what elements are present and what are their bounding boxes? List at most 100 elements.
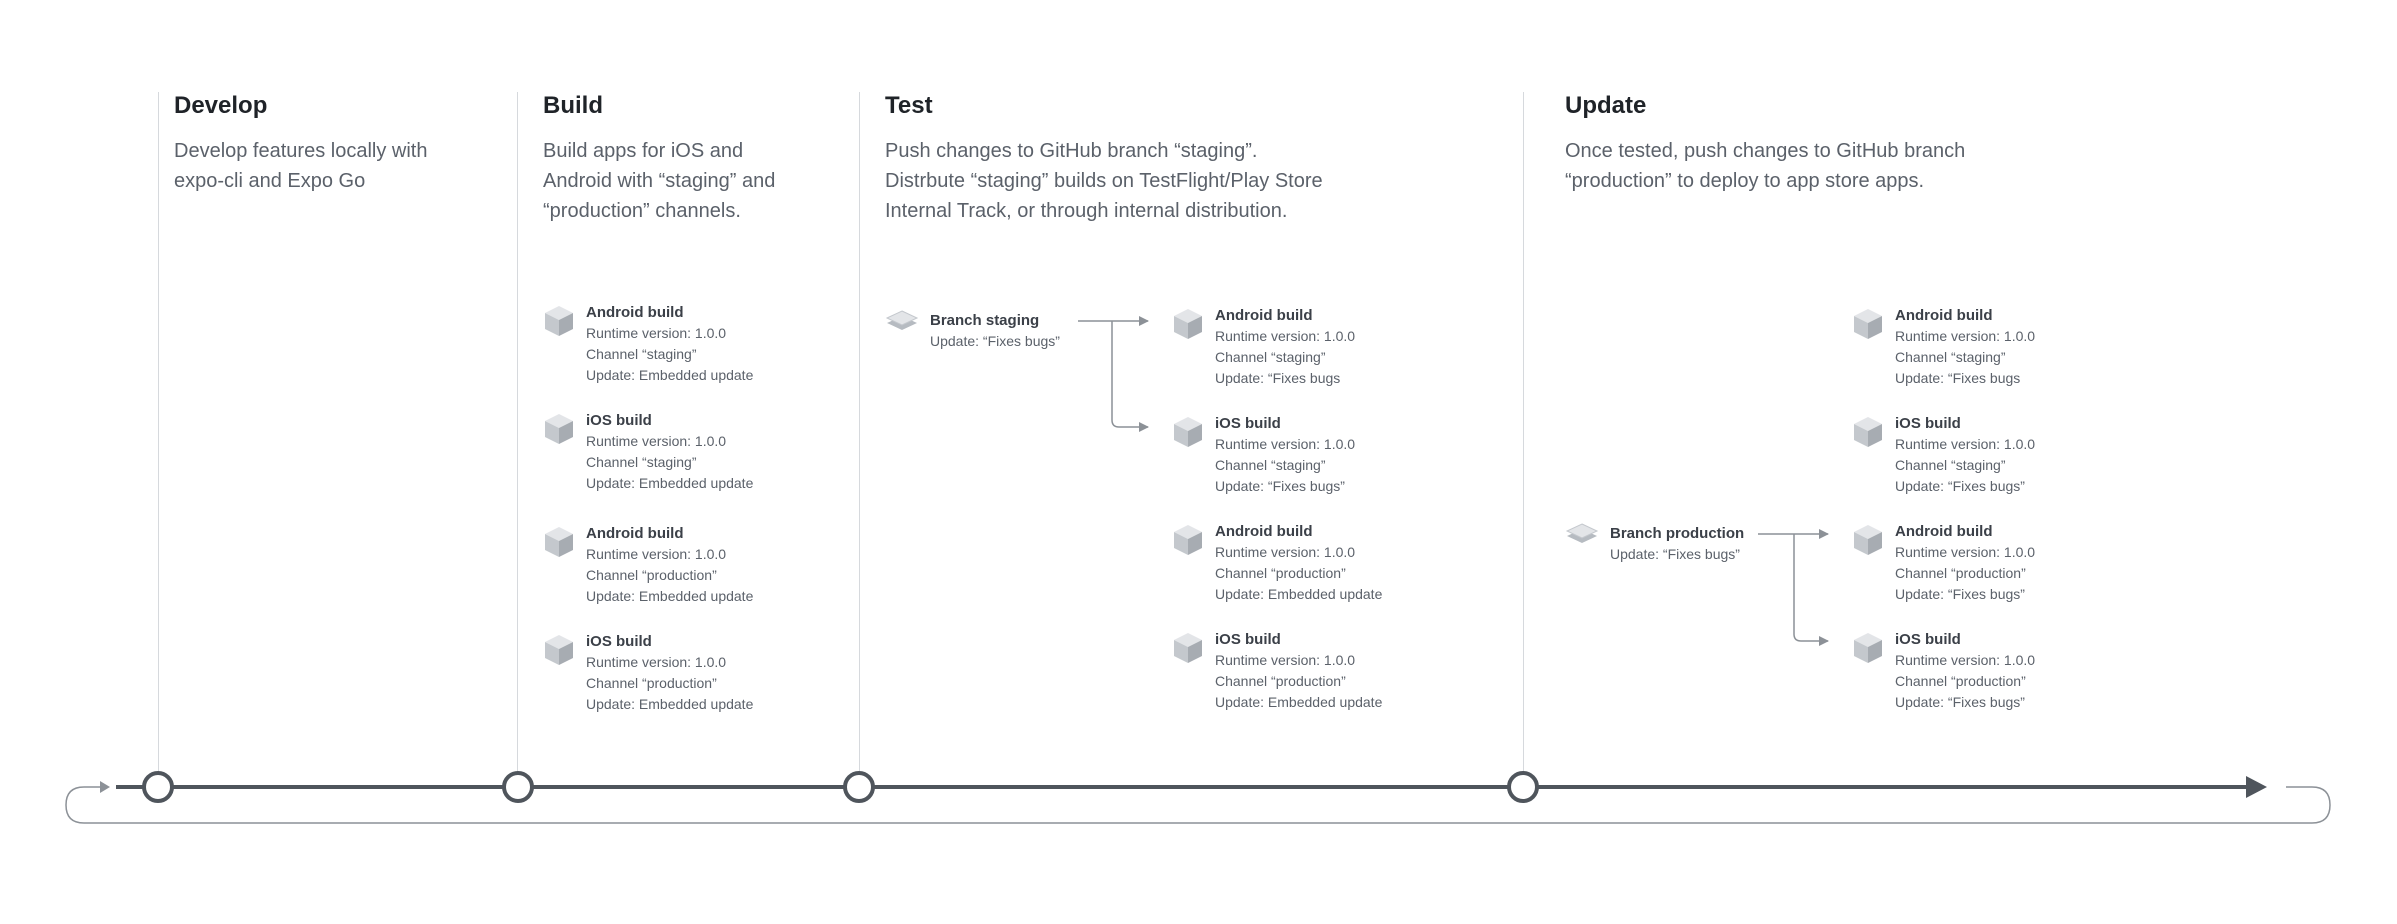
build-update: Update: Embedded update (586, 367, 754, 383)
build-channel: Channel “staging” (1895, 457, 2006, 473)
cube-icon (1174, 525, 1202, 555)
build-update: Update: “Fixes bugs” (1895, 694, 2025, 710)
build-update: Update: Embedded update (586, 588, 754, 604)
stage-divider-update (1523, 92, 1524, 788)
build-runtime: Runtime version: 1.0.0 (1895, 436, 2036, 452)
stage-divider-build (517, 92, 518, 788)
build-update: Update: “Fixes bugs (1895, 370, 2021, 386)
stage-develop: Develop Develop features locally with ex… (174, 90, 427, 196)
build-card: Android build Runtime version: 1.0.0 Cha… (1172, 305, 1355, 389)
build-title: iOS build (1215, 631, 1281, 648)
branch-layer-icon (1565, 523, 1599, 543)
build-runtime: Runtime version: 1.0.0 (1895, 544, 2036, 560)
build-runtime: Runtime version: 1.0.0 (1215, 652, 1356, 668)
build-title: iOS build (586, 633, 652, 650)
build-title: Android build (586, 525, 684, 542)
timeline-arrow-head (2246, 776, 2267, 798)
build-title: iOS build (1895, 415, 1961, 432)
build-runtime: Runtime version: 1.0.0 (586, 325, 727, 341)
cube-icon (1854, 525, 1882, 555)
build-card: Android build Runtime version: 1.0.0 Cha… (543, 302, 753, 386)
build-channel: Channel “production” (1895, 565, 2026, 581)
build-runtime: Runtime version: 1.0.0 (1215, 436, 1356, 452)
build-channel: Channel “staging” (1895, 349, 2006, 365)
stage-divider-test (859, 92, 860, 788)
production-branch-connector (1758, 529, 1829, 646)
cube-icon (545, 527, 573, 557)
timeline-node-develop (142, 771, 174, 803)
stage-title: Update (1565, 92, 1647, 119)
build-channel: Channel “production” (586, 567, 717, 583)
stage-update: Update Once tested, push changes to GitH… (1565, 90, 1965, 196)
build-card: iOS build Runtime version: 1.0.0 Channel… (1172, 413, 1355, 497)
build-channel: Channel “staging” (1215, 349, 1326, 365)
build-title: iOS build (1895, 631, 1961, 648)
cube-icon (1174, 417, 1202, 447)
build-update: Update: Embedded update (586, 696, 754, 712)
branch-title: Branch production (1610, 525, 1745, 542)
build-channel: Channel “production” (1215, 673, 1346, 689)
branch-update: Update: “Fixes bugs” (1610, 546, 1740, 562)
cube-icon (1174, 309, 1202, 339)
timeline-node-build (502, 771, 534, 803)
cube-icon (545, 306, 573, 336)
build-card: iOS build Runtime version: 1.0.0 Channel… (1852, 413, 2035, 497)
stage-description: Build apps for iOS and Android with “sta… (543, 140, 776, 222)
build-card: iOS build Runtime version: 1.0.0 Channel… (1172, 629, 1382, 713)
build-card: Android build Runtime version: 1.0.0 Cha… (1172, 521, 1382, 605)
build-runtime: Runtime version: 1.0.0 (1895, 652, 2036, 668)
build-title: Android build (1215, 307, 1313, 324)
build-runtime: Runtime version: 1.0.0 (1215, 328, 1356, 344)
stage-test: Test Push changes to GitHub branch “stag… (885, 90, 1323, 226)
build-channel: Channel “staging” (1215, 457, 1326, 473)
branch-title: Branch staging (930, 312, 1040, 329)
build-channel: Channel “staging” (586, 454, 697, 470)
cube-icon (1174, 633, 1202, 663)
build-card: iOS build Runtime version: 1.0.0 Channel… (543, 631, 753, 715)
build-title: iOS build (586, 412, 652, 429)
stage-divider-develop (158, 92, 159, 788)
build-update: Update: “Fixes bugs” (1895, 478, 2025, 494)
build-channel: Channel “staging” (586, 346, 697, 362)
build-runtime: Runtime version: 1.0.0 (586, 654, 727, 670)
build-title: Android build (1215, 523, 1313, 540)
branch-card: Branch staging Update: “Fixes bugs” (885, 310, 1060, 352)
stage-description: Push changes to GitHub branch “staging”.… (885, 140, 1323, 222)
build-runtime: Runtime version: 1.0.0 (1895, 328, 2036, 344)
build-runtime: Runtime version: 1.0.0 (586, 433, 727, 449)
build-channel: Channel “production” (1215, 565, 1346, 581)
cube-icon (1854, 309, 1882, 339)
build-title: Android build (586, 304, 684, 321)
build-update: Update: Embedded update (586, 475, 754, 491)
stage-build: Build Build apps for iOS and Android wit… (543, 90, 775, 226)
build-channel: Channel “production” (1895, 673, 2026, 689)
timeline-node-test (843, 771, 875, 803)
branch-layer-icon (885, 310, 919, 330)
build-card: Android build Runtime version: 1.0.0 Cha… (1852, 521, 2035, 605)
build-update: Update: “Fixes bugs (1215, 370, 1341, 386)
stage-description: Once tested, push changes to GitHub bran… (1565, 140, 1966, 192)
loop-back-line (65, 786, 2331, 824)
stage-title: Develop (174, 92, 268, 119)
build-card: Android build Runtime version: 1.0.0 Cha… (543, 523, 753, 607)
build-card: iOS build Runtime version: 1.0.0 Channel… (1852, 629, 2035, 713)
build-update: Update: Embedded update (1215, 694, 1383, 710)
stage-title: Build (543, 92, 603, 119)
branch-card: Branch production Update: “Fixes bugs” (1565, 523, 1744, 565)
staging-branch-connector (1078, 316, 1149, 432)
build-title: iOS build (1215, 415, 1281, 432)
cube-icon (545, 635, 573, 665)
build-runtime: Runtime version: 1.0.0 (586, 546, 727, 562)
loop-arrow-head (100, 781, 110, 793)
build-update: Update: “Fixes bugs” (1215, 478, 1345, 494)
build-runtime: Runtime version: 1.0.0 (1215, 544, 1356, 560)
build-title: Android build (1895, 307, 1993, 324)
stage-description: Develop features locally with expo-cli a… (174, 140, 428, 192)
build-update: Update: Embedded update (1215, 586, 1383, 602)
cube-icon (1854, 417, 1882, 447)
cube-icon (545, 414, 573, 444)
build-card: iOS build Runtime version: 1.0.0 Channel… (543, 410, 753, 494)
build-channel: Channel “production” (586, 675, 717, 691)
timeline-node-update (1507, 771, 1539, 803)
